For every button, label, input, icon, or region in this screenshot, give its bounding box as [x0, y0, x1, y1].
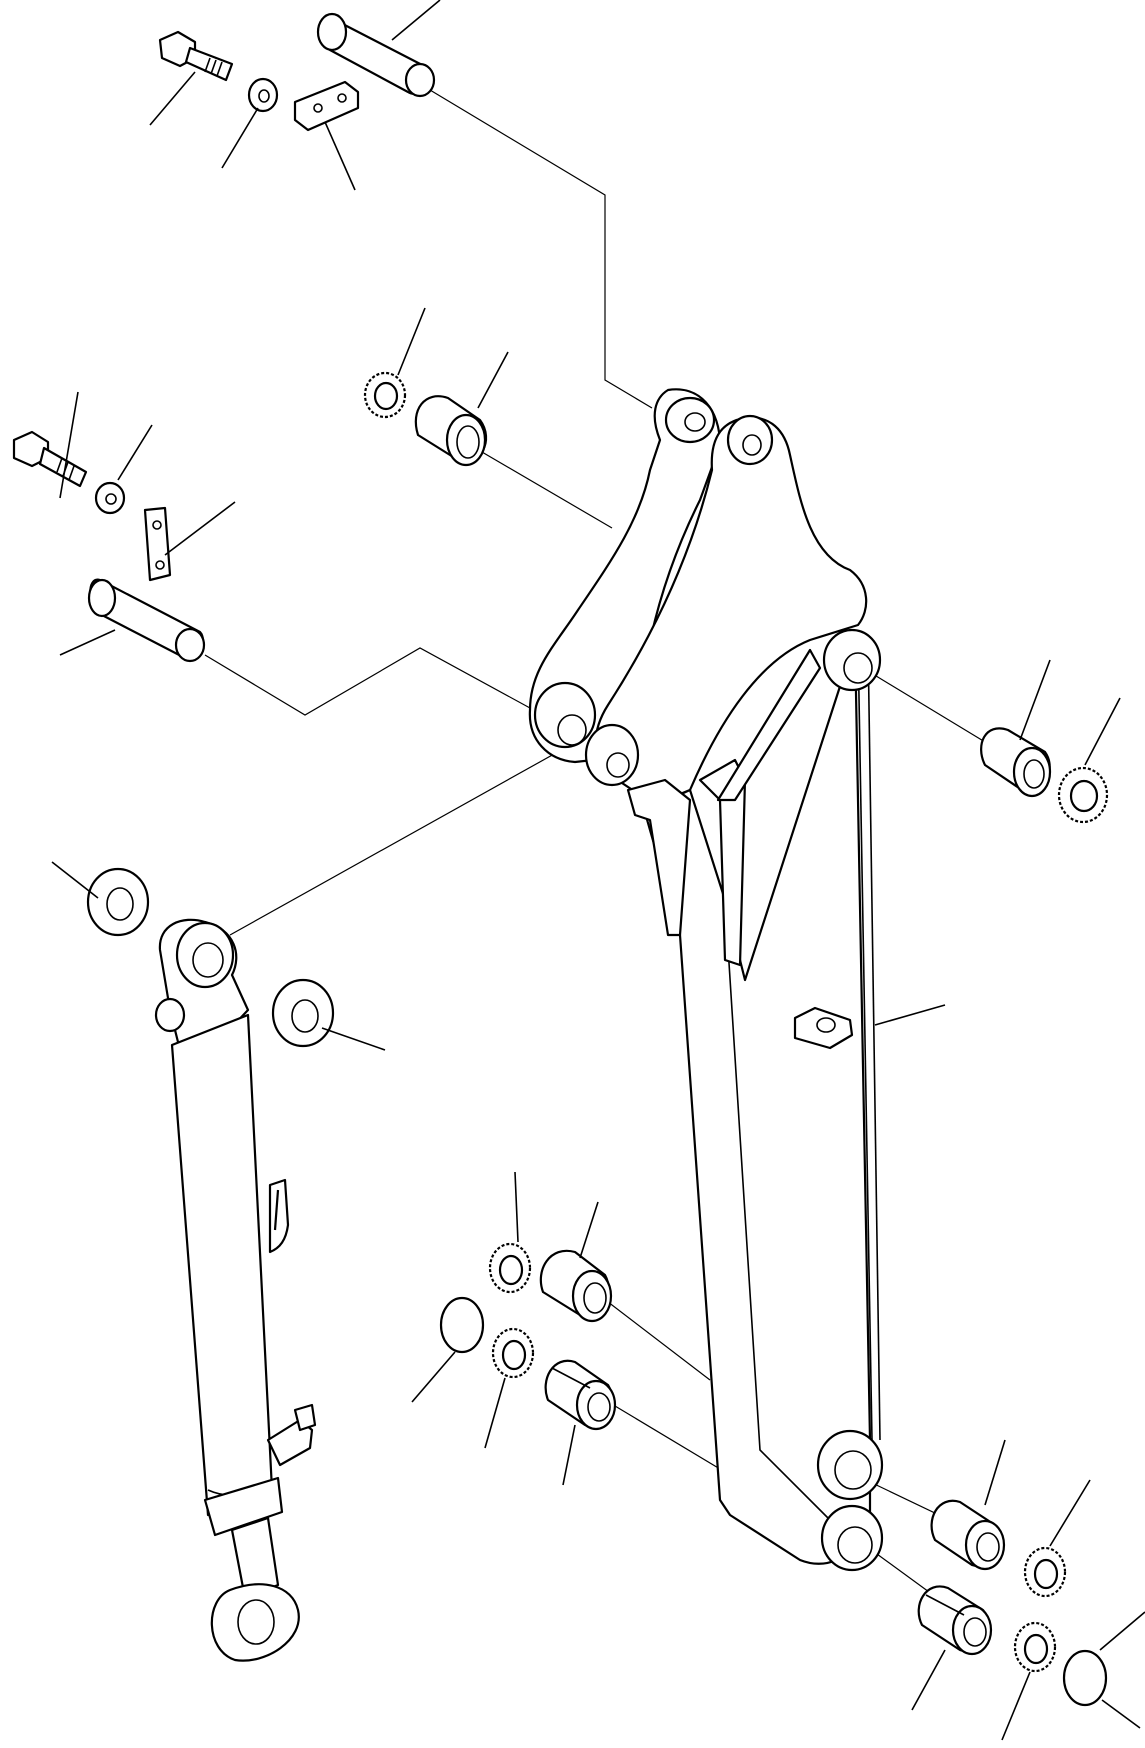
arm-pivot-top-right	[728, 416, 772, 464]
arm-assembly	[530, 389, 882, 1570]
cylinder-barrel	[172, 1015, 272, 1515]
lock-plate-mid	[145, 508, 170, 580]
hydraulic-cylinder	[88, 869, 333, 1661]
arm-pivot-left-upper	[535, 683, 595, 747]
o-ring-lower-left	[441, 1298, 483, 1352]
lower-right-bushing-group	[919, 1501, 1106, 1705]
washer-cylinder-side	[273, 980, 333, 1046]
cylinder-port-upper	[270, 1180, 288, 1252]
washer-top	[249, 79, 277, 111]
arm-side-brace	[718, 650, 820, 800]
washer-cylinder-top	[88, 869, 148, 935]
upper-bushing-group	[365, 373, 486, 465]
o-ring-lower-right	[1064, 1651, 1106, 1705]
leader-lines	[52, 0, 1145, 1740]
cylinder-port-lower	[268, 1420, 312, 1465]
cylinder-rod-collar	[205, 1478, 282, 1535]
cylinder-grease-nipple	[156, 999, 184, 1031]
arm-gusset-left	[628, 780, 690, 935]
arm-pivot-bottom-2	[822, 1506, 882, 1570]
cylinder-rod	[232, 1518, 278, 1598]
lower-left-bushing-group	[441, 1244, 615, 1429]
top-fastener-group	[160, 14, 434, 130]
arm-rear-plate	[530, 389, 720, 762]
cylinder-rod-eye	[212, 1584, 299, 1660]
arm-bracket	[795, 1008, 852, 1048]
arm-pivot-mid	[824, 630, 880, 690]
arm-pivot-top-left	[666, 398, 714, 442]
assembly-lines	[205, 90, 990, 1600]
lock-plate-top	[295, 82, 358, 130]
right-bushing-group	[981, 728, 1107, 822]
arm-front-plate	[596, 418, 867, 800]
washer-mid	[96, 483, 124, 513]
mid-fastener-group	[14, 432, 204, 661]
